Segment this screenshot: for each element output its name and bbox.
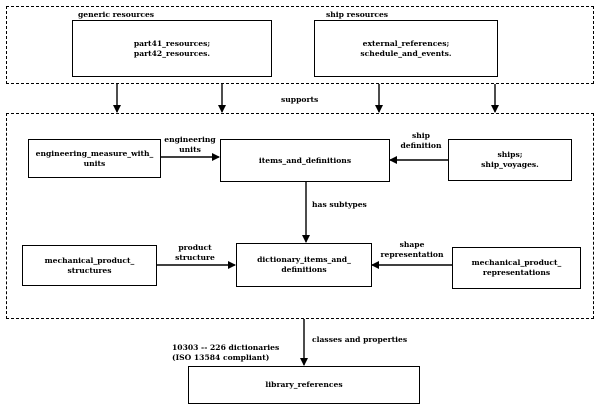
mechanical-product-representations-line2: representations bbox=[482, 268, 551, 277]
ships-line1: ships; bbox=[497, 150, 523, 159]
dictionary-items-box: dictionary_items_and_ definitions bbox=[236, 243, 372, 287]
supports-label: supports bbox=[281, 95, 319, 104]
dictionaries-note: 10303 -- 226 dictionaries (ISO 13584 com… bbox=[172, 343, 279, 363]
library-references-label: library_references bbox=[265, 380, 343, 389]
ship-resources-title: ship resources bbox=[326, 10, 389, 19]
ship-definition-line2: definition bbox=[400, 141, 442, 150]
mechanical-product-representations-line1: mechanical_product_ bbox=[471, 258, 562, 267]
product-structure-line2: structure bbox=[175, 253, 215, 262]
ship-definition-label: ship definition bbox=[396, 131, 446, 151]
shape-representation-line1: shape bbox=[399, 240, 425, 249]
product-structure-label: product structure bbox=[165, 243, 225, 263]
items-and-definitions-label: items_and_definitions bbox=[258, 155, 352, 165]
library-references-box: library_references bbox=[188, 366, 420, 404]
generic-resources-box: part41_resources; part42_resources. bbox=[72, 20, 272, 77]
engineering-units-line2: units bbox=[179, 145, 201, 154]
dictionaries-note-line2: (ISO 13584 compliant) bbox=[172, 353, 270, 362]
generic-resources-line2: part42_resources. bbox=[133, 48, 211, 58]
application-group bbox=[6, 113, 594, 319]
shape-representation-label: shape representation bbox=[374, 240, 450, 260]
ship-definition-line1: ship bbox=[412, 131, 430, 140]
ships-line2: ship_voyages. bbox=[481, 160, 539, 169]
dictionary-items-line1: dictionary_items_and_ bbox=[257, 255, 351, 264]
items-and-definitions-box: items_and_definitions bbox=[220, 139, 390, 182]
mechanical-product-structures-line2: structures bbox=[67, 265, 112, 275]
generic-resources-line1: part41_resources; bbox=[133, 38, 211, 48]
mechanical-product-representations-box: mechanical_product_ representations bbox=[452, 247, 581, 289]
ships-box: ships; ship_voyages. bbox=[448, 139, 572, 181]
ship-resources-line2: schedule_and_events. bbox=[360, 48, 452, 58]
has-subtypes-label: has subtypes bbox=[312, 200, 367, 209]
ship-resources-box: external_references; schedule_and_events… bbox=[314, 20, 498, 77]
mechanical-product-structures-line1: mechanical_product_ bbox=[44, 255, 135, 265]
dictionary-items-line2: definitions bbox=[281, 265, 327, 274]
product-structure-line1: product bbox=[178, 243, 212, 252]
ship-resources-line1: external_references; bbox=[362, 38, 450, 48]
mechanical-product-structures-box: mechanical_product_ structures bbox=[22, 245, 157, 286]
engineering-units-label: engineering units bbox=[160, 135, 220, 155]
resources-group bbox=[6, 6, 594, 84]
engineering-measure-box: engineering_measure_with_ units bbox=[28, 139, 161, 178]
shape-representation-line2: representation bbox=[380, 250, 444, 259]
dictionaries-note-line1: 10303 -- 226 dictionaries bbox=[172, 343, 280, 352]
engineering-measure-line2: units bbox=[83, 158, 106, 168]
generic-resources-title: generic resources bbox=[78, 10, 155, 19]
engineering-units-line1: engineering bbox=[164, 135, 216, 144]
engineering-measure-line1: engineering_measure_with_ bbox=[35, 148, 154, 158]
classes-and-properties-label: classes and properties bbox=[312, 335, 408, 344]
